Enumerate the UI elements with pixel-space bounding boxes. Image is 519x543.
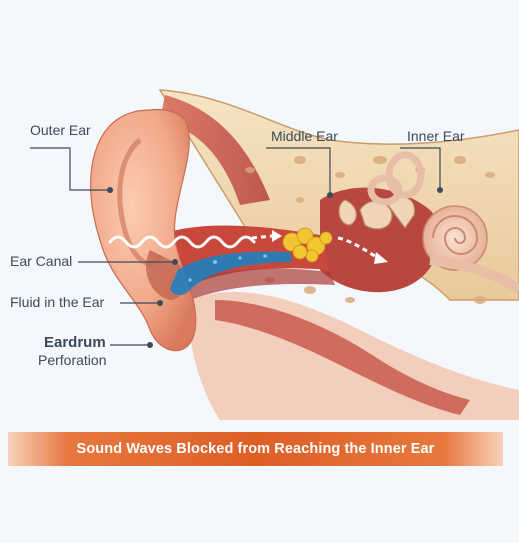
- label-outer-ear: Outer Ear: [30, 122, 91, 138]
- label-inner-ear: Inner Ear: [407, 128, 465, 144]
- label-eardrum: Eardrum: [44, 334, 106, 351]
- sound-arrowhead-1: [272, 230, 282, 242]
- label-middle-ear: Middle Ear: [271, 128, 338, 144]
- ossicles: [338, 196, 416, 230]
- sound-arrow-2: [337, 236, 379, 260]
- cochlea: [422, 205, 488, 271]
- auditory-nerve: [429, 255, 519, 295]
- leader-dots: [107, 187, 443, 348]
- ear-canal-floor: [175, 268, 335, 300]
- banner-text: Sound Waves Blocked from Reaching the In…: [76, 441, 435, 457]
- blockage: [282, 227, 333, 263]
- sound-arrowhead-2: [374, 252, 388, 264]
- semicircular-canals: [367, 151, 425, 206]
- label-ear-canal: Ear Canal: [10, 253, 73, 269]
- fluid-bubbles: [188, 254, 267, 282]
- muscle-band-lower: [215, 300, 470, 415]
- label-perforation: Perforation: [38, 352, 107, 368]
- sound-wave: [108, 235, 256, 249]
- label-fluid: Fluid in the Ear: [10, 294, 105, 310]
- fluid-in-ear: [170, 251, 292, 296]
- caption-banner: Sound Waves Blocked from Reaching the In…: [8, 432, 503, 466]
- sound-arrow-1: [251, 234, 273, 240]
- muscle-band-upper: [160, 95, 270, 205]
- leader-lines: [30, 147, 441, 346]
